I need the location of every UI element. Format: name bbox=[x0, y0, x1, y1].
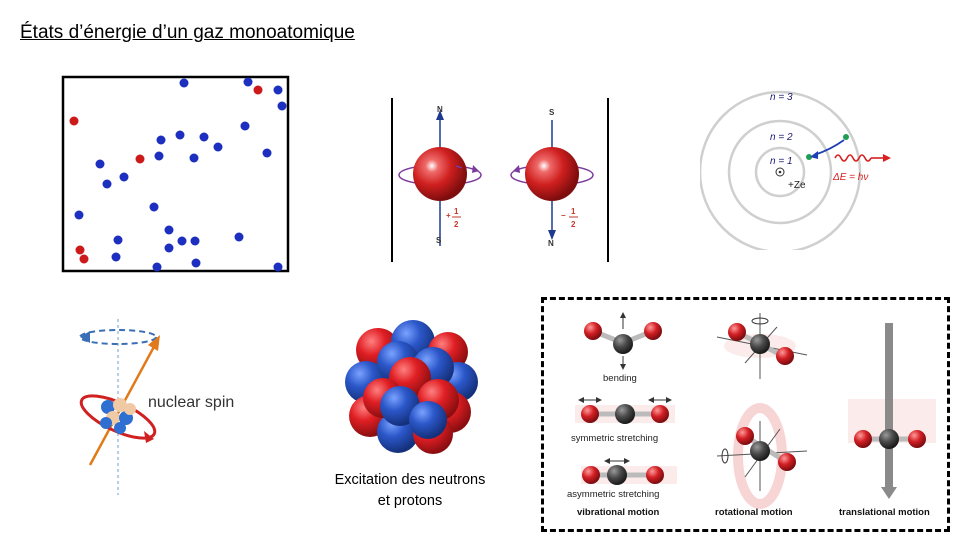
caption-line-1: Excitation des neutrons bbox=[334, 472, 486, 488]
left-top-pole: N bbox=[437, 105, 443, 114]
nucleon-cluster bbox=[345, 320, 478, 454]
right-frac-den: 2 bbox=[571, 220, 576, 229]
vibrational-label: vibrational motion bbox=[577, 507, 660, 518]
right-bottom-pole: N bbox=[548, 239, 554, 248]
molecular-motion-diagram: bending symmetric stretching asymmetric … bbox=[567, 312, 936, 518]
left-bottom-pole: S bbox=[436, 236, 442, 245]
left-frac-den: 2 bbox=[454, 220, 459, 229]
label-energy: ΔE = hν bbox=[832, 172, 868, 183]
bending-molecule bbox=[584, 312, 662, 370]
electron-final bbox=[806, 154, 812, 160]
bending-label: bending bbox=[603, 373, 637, 384]
rotational-label: rotational motion bbox=[715, 507, 793, 518]
orbit-n2 bbox=[727, 119, 833, 225]
nucleus-diagram bbox=[345, 320, 478, 454]
molecular-motion-frame bbox=[541, 297, 950, 532]
spin-up-electron bbox=[398, 110, 482, 246]
transition-arrow bbox=[813, 139, 845, 156]
symmetric-stretching-molecule bbox=[575, 397, 675, 424]
left-sign: + bbox=[446, 211, 451, 220]
asymmetric-stretching-molecule bbox=[581, 458, 677, 485]
label-nucleus: +Ze bbox=[788, 180, 806, 191]
gas-box-diagram bbox=[61, 75, 290, 273]
translational-molecule bbox=[848, 323, 936, 499]
right-sign: − bbox=[561, 211, 566, 220]
bohr-model-diagram: n = 3 n = 2 n = 1 +Ze ΔE = hν bbox=[700, 90, 891, 250]
label-n1: n = 1 bbox=[770, 156, 793, 167]
slide-title: États d’énergie d’un gaz monoatomique bbox=[20, 22, 355, 43]
gas-container bbox=[61, 75, 290, 273]
asymmetric-label: asymmetric stretching bbox=[567, 489, 659, 500]
gas-particles bbox=[69, 77, 287, 272]
nucleus-cluster bbox=[100, 398, 136, 434]
translational-label: translational motion bbox=[839, 507, 930, 518]
caption-line-2: et protons bbox=[377, 493, 443, 509]
nucleus-caption: Excitation des neutrons et protons bbox=[318, 470, 502, 512]
photon-wave bbox=[834, 154, 872, 162]
nuclear-spin-diagram: nuclear spin bbox=[79, 319, 234, 495]
rotational-molecule-bottom bbox=[716, 403, 808, 509]
orbit-n3 bbox=[700, 90, 862, 250]
electron-initial bbox=[843, 134, 849, 140]
nuclear-spin-label: nuclear spin bbox=[148, 394, 234, 411]
symmetric-label: symmetric stretching bbox=[571, 433, 658, 444]
spin-down-electron bbox=[510, 120, 594, 240]
label-n2: n = 2 bbox=[770, 132, 793, 143]
right-top-pole: S bbox=[549, 108, 555, 117]
right-frac-num: 1 bbox=[571, 207, 576, 216]
electron-spin-diagram: N S + 1 2 S N − 1 2 bbox=[391, 98, 609, 262]
label-n3: n = 3 bbox=[770, 92, 793, 103]
rotational-molecule-top bbox=[716, 313, 808, 379]
precession-circle bbox=[79, 329, 157, 345]
left-frac-num: 1 bbox=[454, 207, 459, 216]
orbit-n1 bbox=[754, 146, 806, 198]
